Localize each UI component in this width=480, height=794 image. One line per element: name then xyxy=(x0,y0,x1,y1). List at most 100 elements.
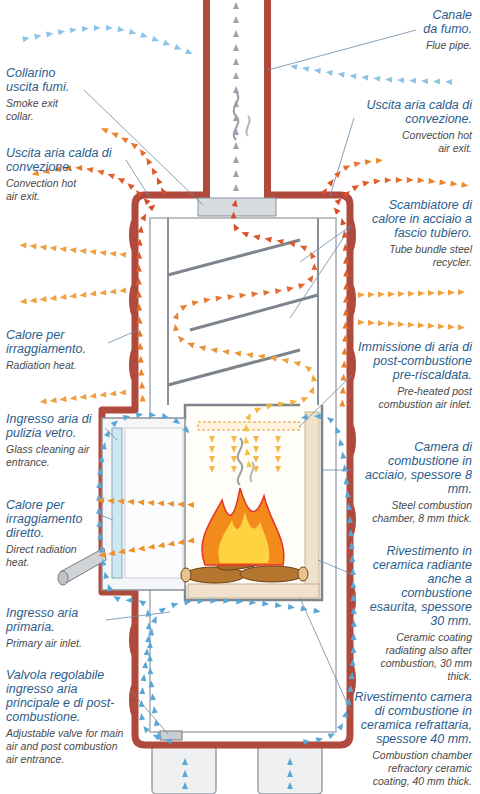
flow-arrow xyxy=(233,16,239,23)
flow-arrow xyxy=(139,381,145,388)
flow-arrow xyxy=(239,292,247,299)
flow-arrow xyxy=(233,2,239,9)
flow-arrow xyxy=(373,75,380,82)
flow-arrow xyxy=(209,456,215,463)
flow-arrow xyxy=(243,436,249,443)
flow-arrow xyxy=(79,248,87,255)
leader-line xyxy=(105,428,117,440)
flow-arrow xyxy=(342,347,348,354)
flow-arrow xyxy=(233,142,239,149)
flow-arrow xyxy=(264,236,272,243)
flow-arrow xyxy=(343,270,349,277)
airflow-stream xyxy=(136,202,158,401)
flow-arrow xyxy=(100,558,107,566)
airflow-stream xyxy=(358,289,465,298)
steel-chamber xyxy=(185,405,322,600)
flow-arrow xyxy=(182,426,191,435)
flow-arrow xyxy=(137,330,143,337)
flow-arrow xyxy=(210,598,217,604)
flow-arrow xyxy=(138,225,145,233)
flow-arrow xyxy=(254,405,263,413)
flow-arrow xyxy=(203,296,211,303)
flow-arrow xyxy=(127,499,134,505)
flow-arrow xyxy=(136,291,142,298)
flow-arrow xyxy=(96,507,102,514)
flow-arrow xyxy=(461,182,469,189)
flow-arrow xyxy=(171,601,179,609)
flow-arrow xyxy=(351,633,357,640)
flow-arrow xyxy=(275,602,283,609)
flow-arrow xyxy=(98,552,106,559)
flow-arrow xyxy=(157,500,164,506)
flow-arrow xyxy=(106,171,115,179)
intake-pipe xyxy=(152,742,216,794)
flow-arrow xyxy=(343,309,349,316)
flow-arrow xyxy=(49,295,57,302)
flow-arrow xyxy=(209,466,215,473)
flow-arrow xyxy=(287,770,293,777)
flow-arrow xyxy=(108,550,116,557)
airflow-stream xyxy=(97,497,194,508)
flow-arrow xyxy=(19,242,27,249)
log-end xyxy=(181,568,191,582)
smoke xyxy=(246,116,249,136)
flow-arrow xyxy=(343,322,349,329)
flow-arrow xyxy=(99,289,107,296)
flow-arrow xyxy=(325,69,333,76)
flow-arrow xyxy=(438,290,445,296)
airflow-stream xyxy=(231,436,237,473)
flame-core xyxy=(218,512,269,563)
flow-arrow xyxy=(341,464,348,472)
flow-arrow xyxy=(313,608,321,615)
callout-label: Calore per irraggiamento diretto. xyxy=(6,498,98,540)
flow-arrow xyxy=(46,30,54,37)
leader-line xyxy=(108,330,138,343)
post-combustion-inlet xyxy=(198,422,300,430)
flow-arrow xyxy=(147,641,153,648)
flow-arrow xyxy=(227,293,235,300)
flow-arrow xyxy=(129,29,137,37)
flow-arrow xyxy=(140,674,147,682)
flow-arrow xyxy=(365,158,373,165)
callout-label: Collarino uscita fumi. xyxy=(6,66,88,94)
flow-arrow xyxy=(418,290,425,296)
leader-line xyxy=(106,612,170,620)
flow-arrow xyxy=(164,737,172,745)
callout-label: Calore per irraggiamento. xyxy=(6,328,106,356)
flow-arrow xyxy=(192,299,200,307)
flow-arrow xyxy=(153,718,160,726)
flow-arrow xyxy=(147,654,153,661)
flow-arrow xyxy=(233,184,239,191)
flow-arrow xyxy=(198,344,206,351)
flow-arrow xyxy=(97,533,104,540)
flow-arrow xyxy=(119,251,127,258)
airflow-stream xyxy=(275,436,281,473)
flow-arrow xyxy=(141,196,150,205)
flow-arrow xyxy=(347,516,354,523)
log-end xyxy=(298,567,308,581)
flow-arrow xyxy=(316,736,324,743)
airflow-stream xyxy=(358,319,465,331)
leader-line xyxy=(318,560,354,575)
flow-arrow xyxy=(109,288,117,295)
flow-arrow xyxy=(240,229,249,237)
flow-arrow xyxy=(458,289,465,295)
callout-translation: Glass cleaning air entrance. xyxy=(6,443,106,469)
flow-arrow xyxy=(347,685,354,693)
flow-arrow xyxy=(351,620,357,627)
shell-bump xyxy=(129,684,137,716)
flow-arrow xyxy=(99,249,107,256)
flow-arrow xyxy=(144,609,151,617)
flow-arrow xyxy=(231,222,240,231)
flow-arrow xyxy=(368,320,375,326)
flow-arrow xyxy=(409,78,416,84)
flow-arrow xyxy=(162,413,170,420)
flow-arrow xyxy=(151,615,159,624)
flow-arrow xyxy=(308,250,316,259)
flow-arrow xyxy=(125,597,132,603)
air-valve xyxy=(160,731,182,740)
flow-arrow xyxy=(333,425,341,434)
flow-arrow xyxy=(96,520,102,527)
flow-arrow xyxy=(123,413,131,421)
